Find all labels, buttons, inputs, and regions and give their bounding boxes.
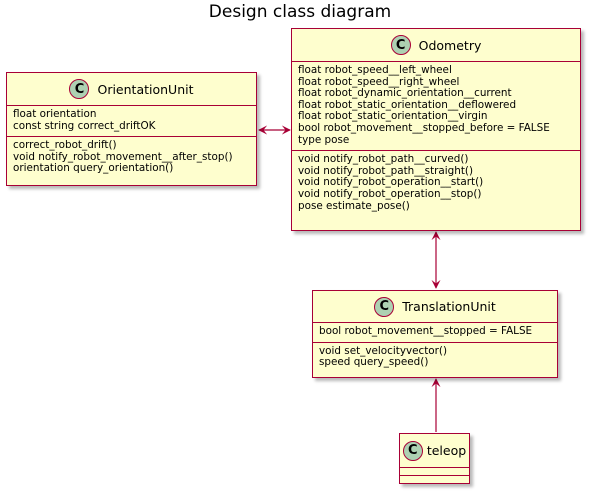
attribute: float robot_static_orientation__deflower… <box>298 98 517 111</box>
class-header: C teleop <box>400 434 469 467</box>
attribute-section: float orientation const string correct_d… <box>7 105 256 136</box>
method: correct_robot_drift() <box>13 139 117 152</box>
attribute: type pose <box>298 133 350 146</box>
attribute: const string correct_driftOK <box>13 119 156 132</box>
attribute: float robot_dynamic_orientation__current <box>298 87 512 100</box>
class-orientationunit[interactable]: C OrientationUnit float orientation cons… <box>6 72 257 186</box>
attribute-section: bool robot_movement__stopped = FALSE <box>313 322 557 342</box>
class-stereotype-icon: C <box>69 79 90 99</box>
class-stereotype-icon: C <box>402 440 423 461</box>
method-section: void set_velocityvector() speed query_sp… <box>313 341 557 373</box>
method: void notify_robot_movement__after_stop() <box>13 150 233 163</box>
class-name: teleop <box>426 443 467 458</box>
attribute-section: float robot_speed__left_wheel float robo… <box>292 61 580 150</box>
attribute: float orientation <box>13 108 97 120</box>
class-translationunit[interactable]: C TranslationUnit bool robot_movement__s… <box>312 290 558 378</box>
class-header: C TranslationUnit <box>313 291 557 322</box>
method: orientation query_orientation() <box>13 162 174 175</box>
class-name: Odometry <box>418 37 482 53</box>
method-section: correct_robot_drift() void notify_robot_… <box>7 136 256 179</box>
method-section: void notify_robot_path__curved() void no… <box>292 150 580 216</box>
method: speed query_speed() <box>319 356 429 369</box>
class-teleop[interactable]: C teleop <box>399 433 470 484</box>
class-odometry[interactable]: C Odometry float robot_speed__left_wheel… <box>291 28 581 231</box>
diagram-title: Design class diagram <box>208 2 392 22</box>
method: void set_velocityvector() <box>319 344 448 357</box>
method: void notify_robot_path__straight() <box>298 164 474 177</box>
method: pose estimate_pose() <box>298 199 410 212</box>
method: void notify_robot_operation__stop() <box>298 187 482 200</box>
method-section <box>400 475 469 483</box>
method: void notify_robot_operation__start() <box>298 176 484 189</box>
class-header: C Odometry <box>292 29 580 61</box>
class-header: C OrientationUnit <box>7 73 256 105</box>
attribute: bool robot_movement__stopped_before = FA… <box>298 121 550 134</box>
attribute: float robot_speed__right_wheel <box>298 75 460 88</box>
class-name: TranslationUnit <box>402 299 496 314</box>
class-name: OrientationUnit <box>97 81 194 97</box>
class-stereotype-icon: C <box>374 296 395 317</box>
method: void notify_robot_path__curved() <box>298 153 469 166</box>
attribute: float robot_speed__left_wheel <box>298 64 452 76</box>
class-stereotype-icon: C <box>390 35 411 55</box>
attribute-section <box>400 467 469 475</box>
attribute: bool robot_movement__stopped = FALSE <box>319 325 533 337</box>
attribute: float robot_static_orientation__virgin <box>298 110 488 123</box>
